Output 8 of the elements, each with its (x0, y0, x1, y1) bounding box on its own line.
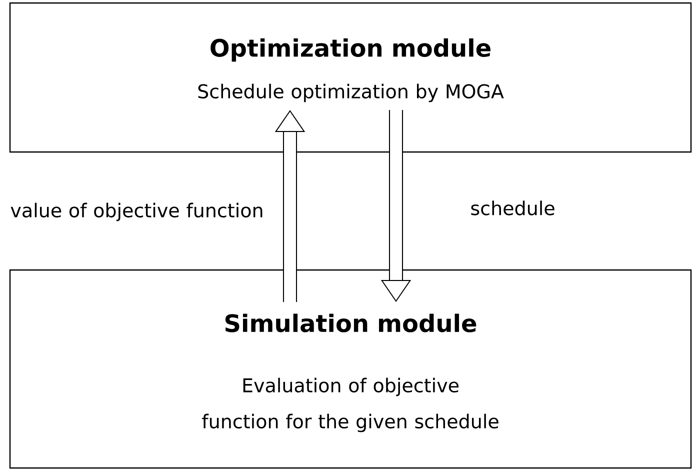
module-title: Simulation module (225, 314, 476, 332)
module-title: Optimization module (210, 38, 490, 62)
module-description: Evaluation of objective function for the given schedule (202, 378, 498, 432)
edge-label: value of objective function (10, 202, 262, 222)
module-description: Schedule optimization by MOGA (198, 84, 504, 102)
edge-label: schedule (471, 200, 554, 216)
module-box (9, 2, 692, 153)
module-box (9, 269, 692, 469)
